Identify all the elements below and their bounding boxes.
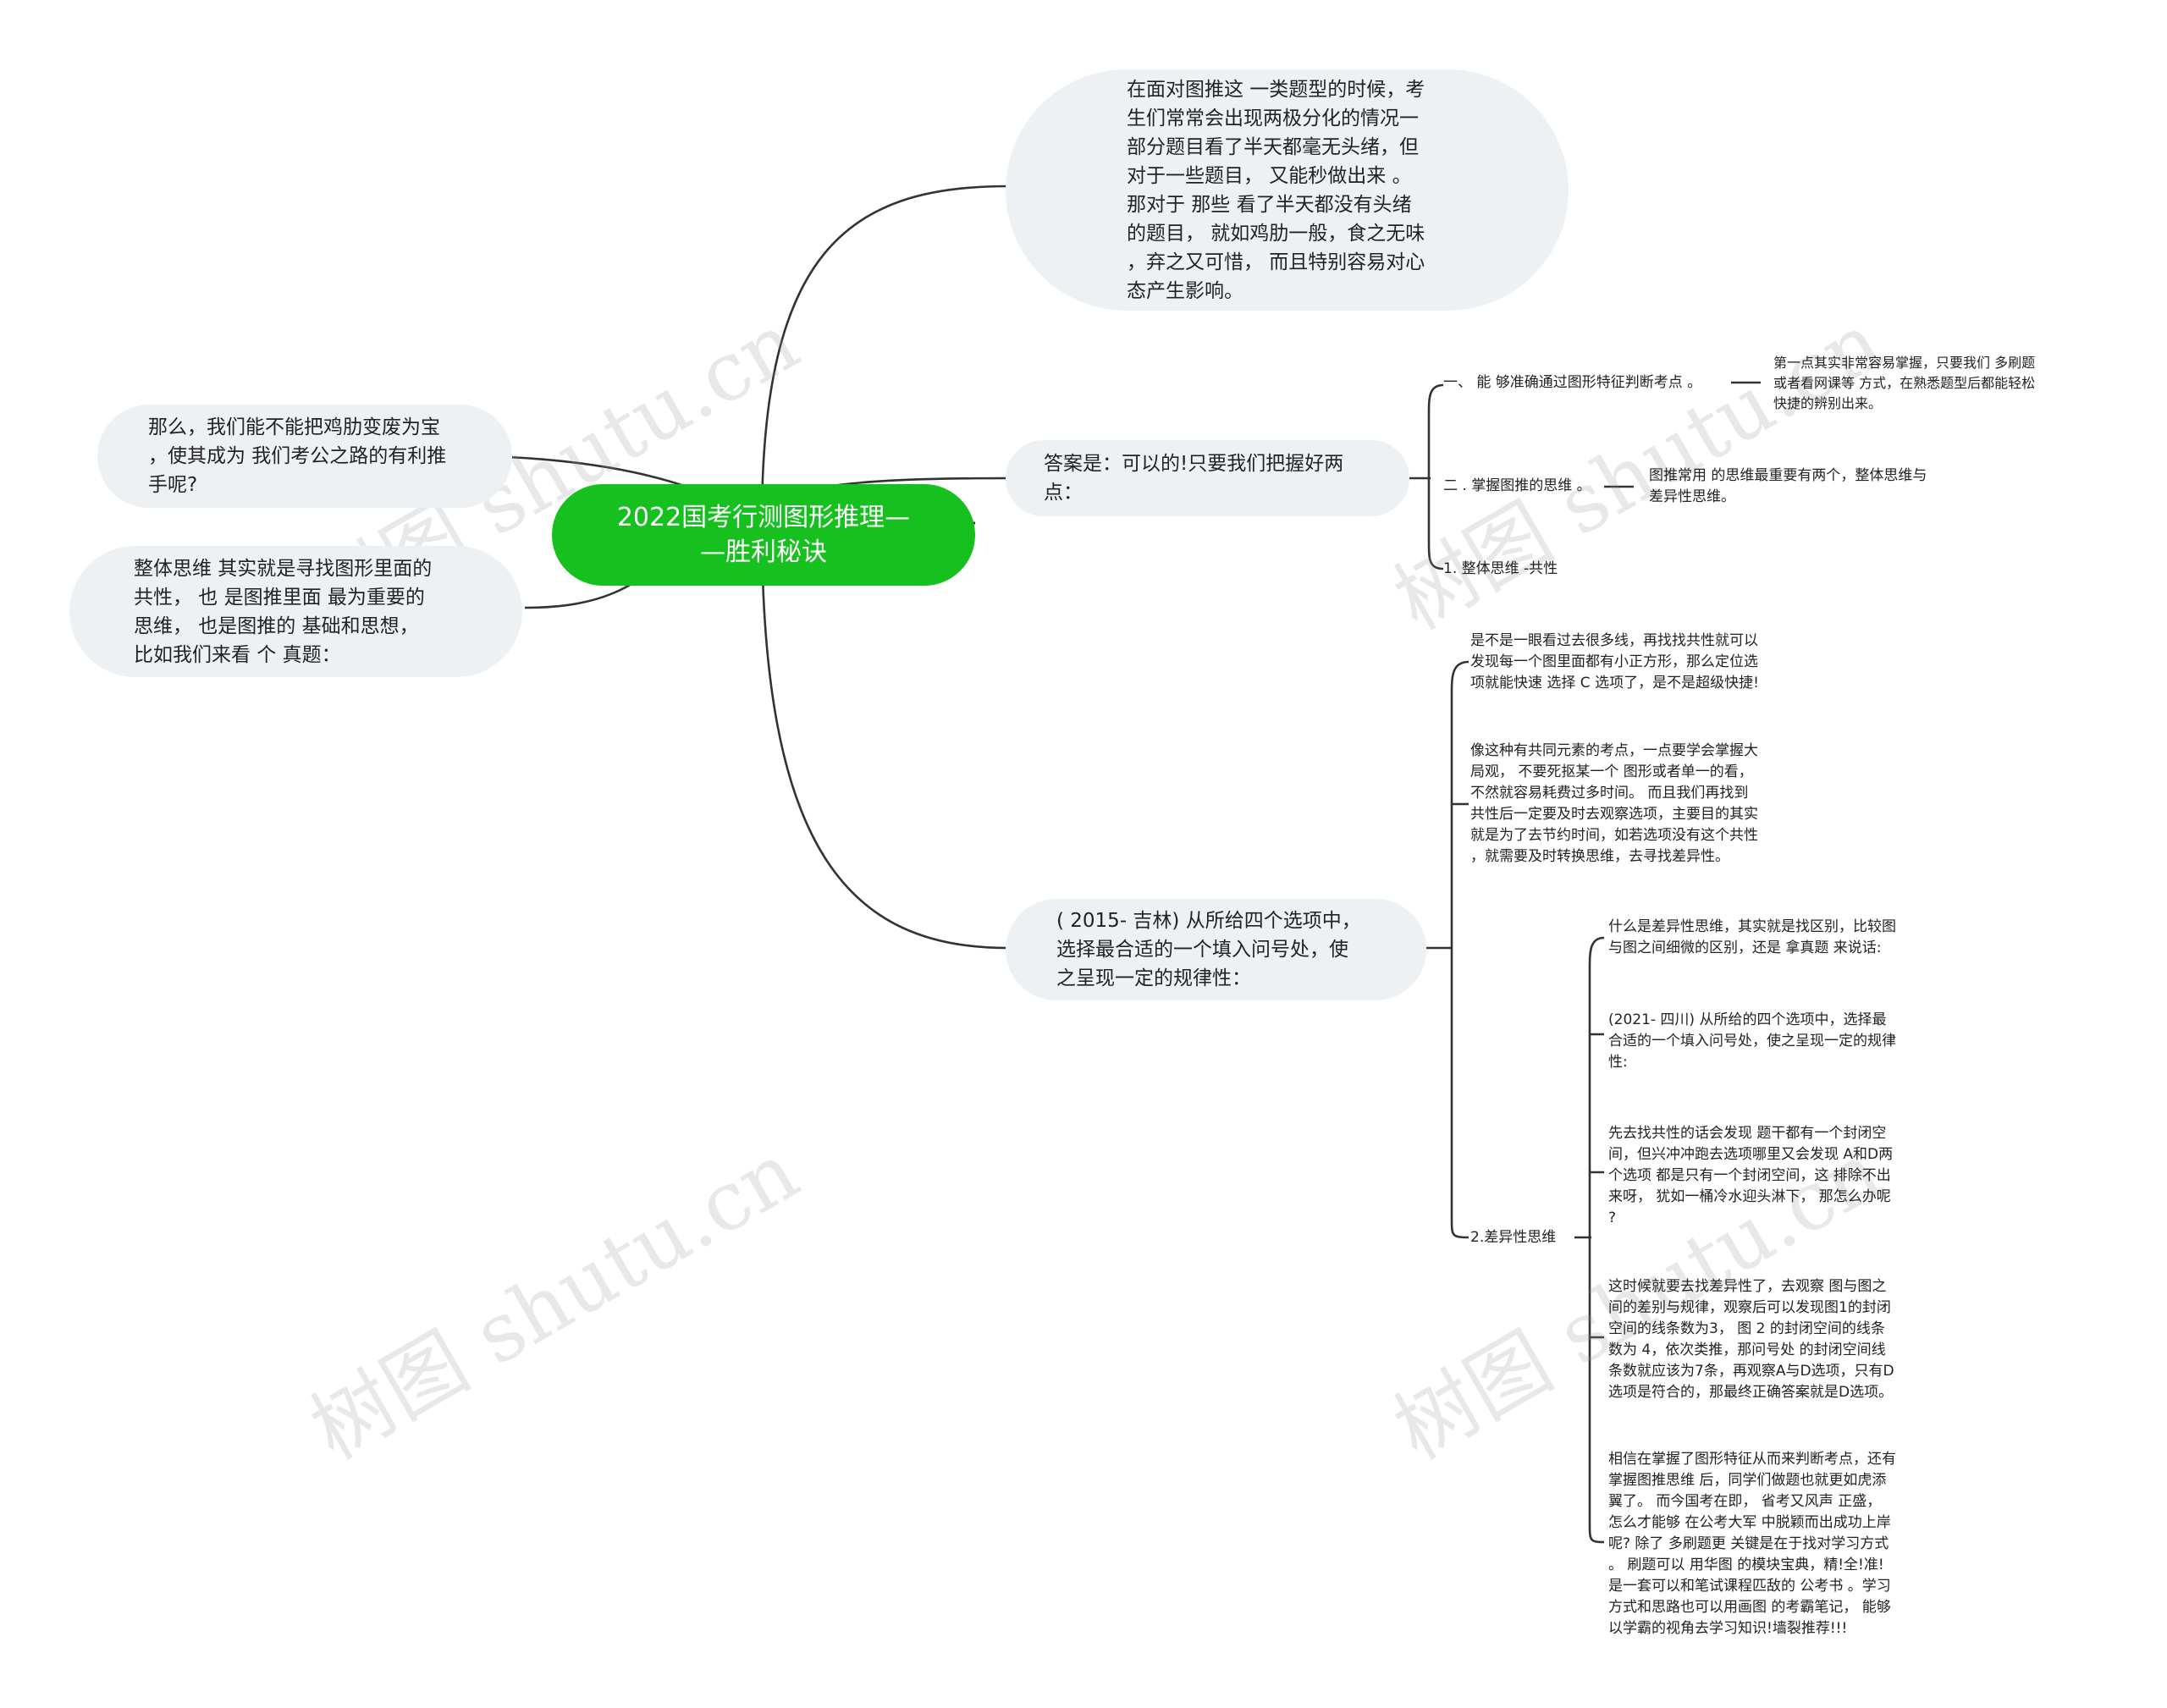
link-question-bracket — [1450, 660, 1469, 1239]
link-answer-bracket — [1409, 383, 1444, 570]
top-note-text: 在面对图推这 一类题型的时候，考 生们常常会出现两极分化的情况一 部分题目看了半… — [1127, 78, 1425, 302]
question-text: ( 2015- 吉林) 从所给四个选项中， 选择最合适的一个填入问号处，使 之呈… — [1056, 910, 1361, 989]
left-bubble-2[interactable]: 整体思维 其实就是寻找图形里面的 共性， 也 是图推里面 最为重要的 思维， 也… — [69, 546, 522, 677]
question-note-1: 是不是一眼看过去很多线，再找找共性就可以 发现每一个图里面都有小正方形，那么定位… — [1470, 632, 1759, 691]
answer-text: 答案是：可以的!只要我们把握好两 点： — [1044, 453, 1344, 504]
top-note-bubble[interactable]: 在面对图推这 一类题型的时候，考 生们常常会出现两极分化的情况一 部分题目看了半… — [1006, 69, 1569, 311]
left-bubble-1-text: 那么，我们能不能把鸡肋变废为宝 ，使其成为 我们考公之路的有利推 手呢? — [148, 416, 447, 496]
point2-label: 二 . 掌握图推的思维 。 — [1443, 477, 1591, 494]
diff-item-4: 这时候就要去找差异性了，去观察 图与图之 间的差别与规律，观察后可以发现图1的封… — [1608, 1278, 1894, 1401]
question-bubble[interactable]: ( 2015- 吉林) 从所给四个选项中， 选择最合适的一个填入问号处，使 之呈… — [1006, 899, 1426, 1000]
question-note-2: 像这种有共同元素的考点，一点要学会掌握大 局观， 不要死抠某一个 图形或者单一的… — [1470, 742, 1758, 865]
point1-detail: 第一点其实非常容易掌握，只要我们 多刷题 或者看网课等 方式，在熟悉题型后都能轻… — [1773, 355, 2036, 411]
link-diff-bracket — [1588, 936, 1605, 1544]
diff-item-5: 相信在掌握了图形特征从而来判断考点，还有 掌握图推思维 后，同学们做题也就更如虎… — [1608, 1451, 1896, 1637]
diff-label: 2.差异性思维 — [1470, 1229, 1557, 1246]
root-label: 2022国考行测图形推理— —胜利秘诀 — [616, 503, 911, 567]
point1-label: 一、 能 够准确通过图形特征判断考点 。 — [1443, 374, 1702, 391]
diff-item-2: (2021- 四川) 从所给的四个选项中，选择最 合适的一个填入问号处，使之呈现… — [1608, 1011, 1896, 1071]
diff-item-1: 什么是差异性思维，其实就是找区别，比较图 与图之间细微的区别，还是 拿真题 来说… — [1608, 918, 1896, 956]
point2-detail: 图推常用 的思维最重要有两个，整体思维与 差异性思维。 — [1649, 467, 1927, 505]
left-bubble-2-text: 整体思维 其实就是寻找图形里面的 共性， 也 是图推里面 最为重要的 思维， 也… — [134, 557, 433, 666]
diff-item-3: 先去找共性的话会发现 题干都有一个封闭空 间，但兴冲冲跑去选项哪里又会发现 A和… — [1608, 1125, 1894, 1226]
point3-label: 1. 整体思维 -共性 — [1443, 560, 1558, 577]
left-bubble-1[interactable]: 那么，我们能不能把鸡肋变废为宝 ，使其成为 我们考公之路的有利推 手呢? — [97, 405, 512, 508]
link-root-question — [760, 521, 1008, 950]
root-node[interactable]: 2022国考行测图形推理— —胜利秘诀 — [552, 484, 975, 586]
link-root-left1 — [507, 455, 695, 491]
answer-bubble[interactable]: 答案是：可以的!只要我们把握好两 点： — [1006, 440, 1409, 516]
link-root-top — [760, 185, 1008, 525]
